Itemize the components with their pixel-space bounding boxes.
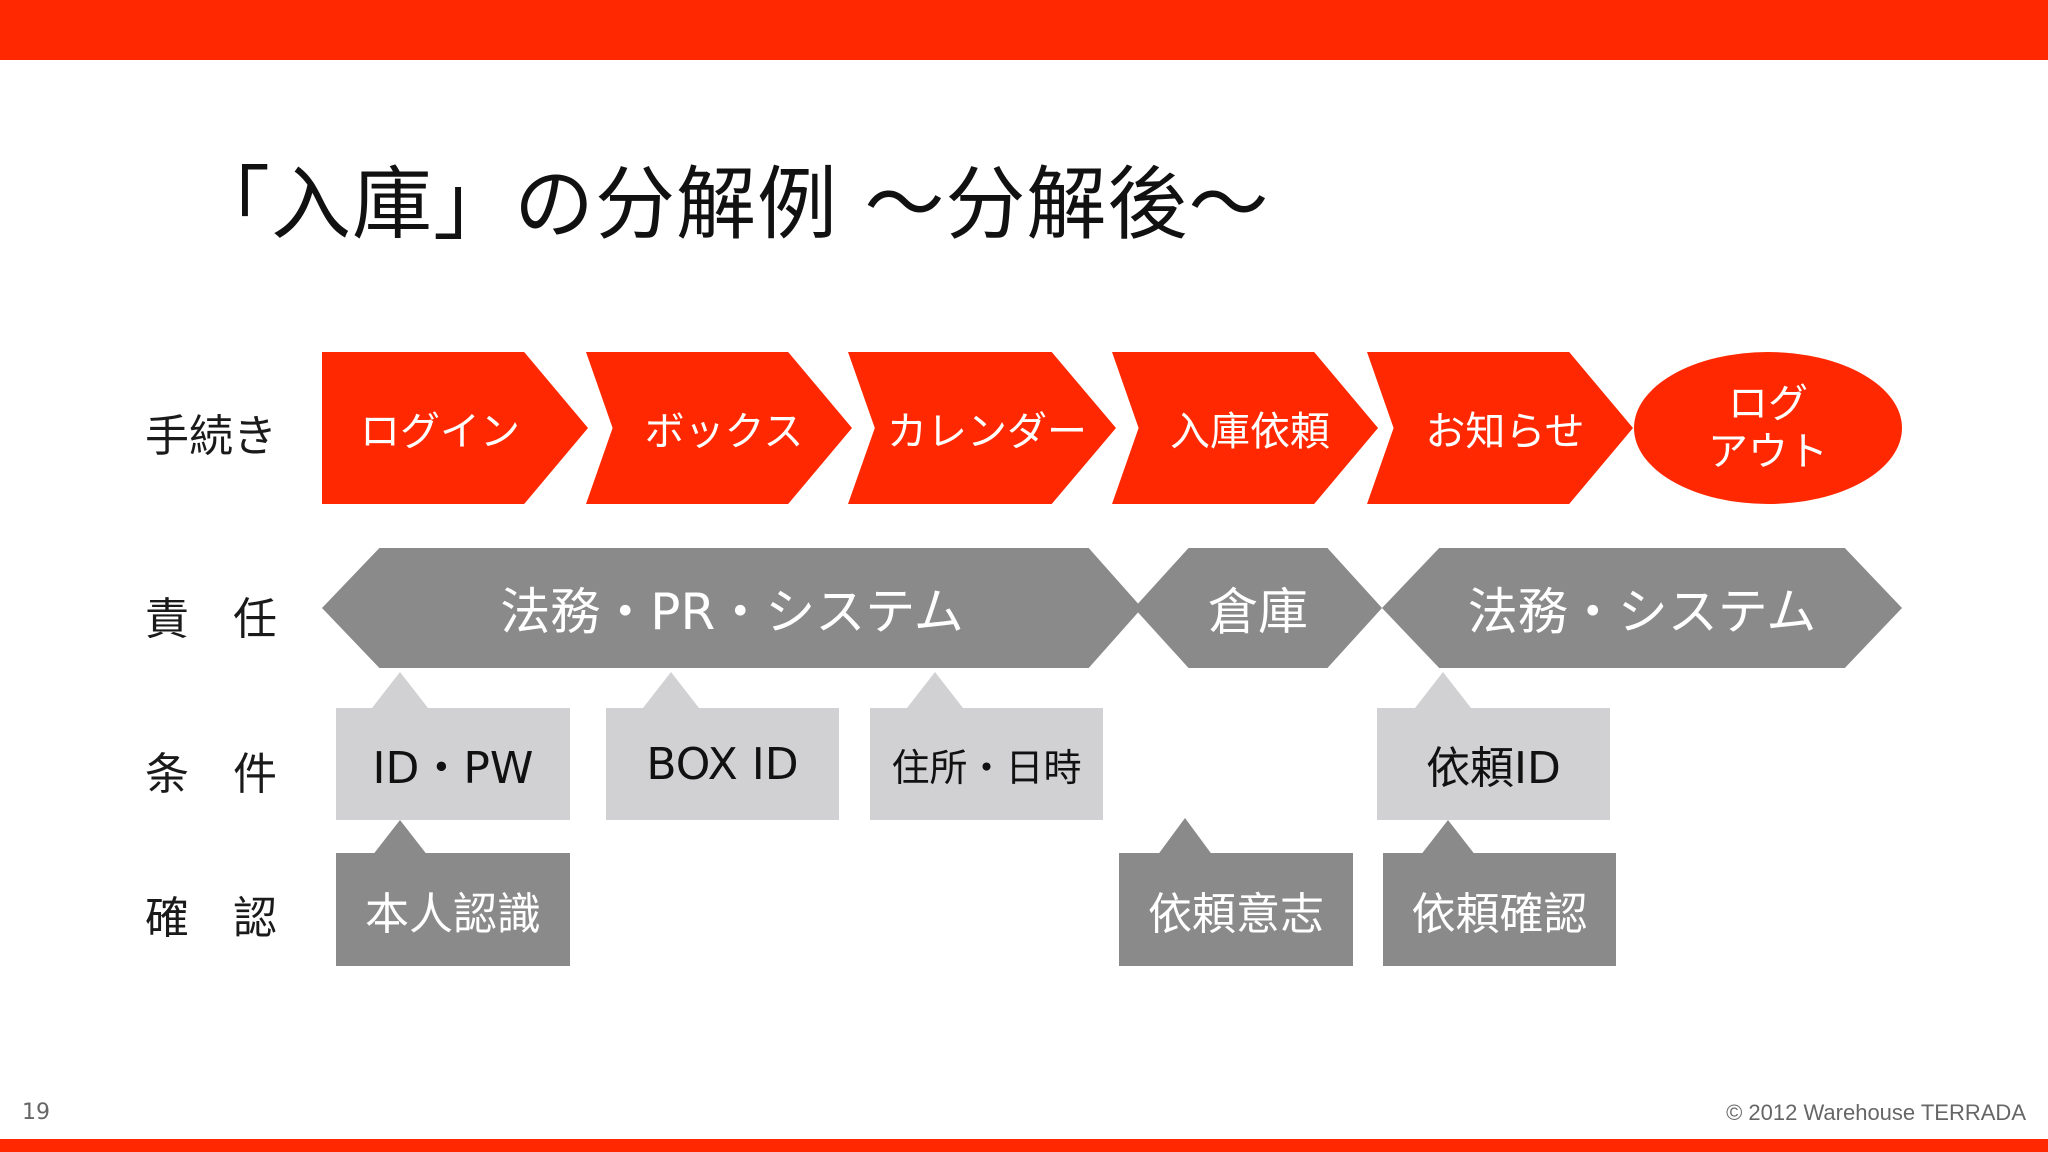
bottom-accent-bar [0, 1139, 2048, 1152]
condition-pointer [643, 672, 699, 708]
row-label-procedure: 手続き [145, 411, 277, 462]
condition-pointer [1415, 672, 1471, 708]
responsibility-label: 倉庫 [1208, 583, 1308, 641]
row-label-confirmation: 確 認 [145, 893, 277, 944]
confirmation-request-intent: 依頼意志 [1119, 853, 1353, 966]
responsibility-label: 法務・システム [1467, 583, 1817, 641]
condition-pointer [907, 672, 963, 708]
step-label: ログイン [360, 409, 520, 455]
step-logout: ログ アウト [1634, 352, 1902, 504]
condition-id-pw: ID・PW [336, 708, 570, 820]
condition-box-id: BOX ID [606, 708, 839, 820]
condition-pointer [372, 672, 428, 708]
step-label: 入庫依頼 [1170, 409, 1330, 455]
condition-label: BOX ID [646, 738, 799, 790]
logout-line1: ログ [1728, 381, 1808, 427]
step-label: ボックス [644, 409, 804, 455]
page-number: 19 [22, 1100, 50, 1125]
responsibility-warehouse: 倉庫 [1134, 548, 1382, 668]
slide-title: 「入庫」の分解例 〜分解後〜 [190, 158, 1270, 251]
confirmation-label: 依頼意志 [1148, 888, 1324, 940]
condition-label: 住所・日時 [891, 745, 1082, 790]
logout-line2: アウト [1708, 429, 1828, 475]
responsibility-legal-pr-system: 法務・PR・システム [322, 548, 1142, 668]
condition-address-datetime: 住所・日時 [870, 708, 1103, 820]
confirmation-label: 依頼確認 [1411, 888, 1588, 940]
condition-label: 依頼ID [1426, 743, 1561, 794]
responsibility-legal-system: 法務・システム [1382, 548, 1902, 668]
step-label: カレンダー [887, 409, 1087, 455]
confirmation-identity: 本人認識 [336, 853, 570, 966]
responsibility-label: 法務・PR・システム [500, 583, 964, 641]
condition-request-id: 依頼ID [1377, 708, 1610, 820]
row-label-condition: 条 件 [145, 749, 277, 800]
step-label: お知らせ [1425, 409, 1585, 455]
confirmation-label: 本人認識 [365, 888, 541, 940]
step-box: ボックス [586, 352, 852, 504]
condition-label: ID・PW [372, 743, 534, 794]
step-storage-request: 入庫依頼 [1112, 352, 1378, 504]
row-label-responsibility: 責 任 [145, 594, 277, 645]
confirmation-pointer [372, 820, 428, 856]
step-login: ログイン [322, 352, 588, 504]
step-notice: お知らせ [1367, 352, 1633, 504]
step-calendar: カレンダー [848, 352, 1116, 504]
confirmation-pointer [1420, 820, 1476, 856]
top-accent-bar [0, 0, 2048, 60]
copyright-notice: © 2012 Warehouse TERRADA [1726, 1100, 2026, 1125]
confirmation-request-check: 依頼確認 [1383, 853, 1616, 966]
confirmation-pointer [1157, 818, 1213, 856]
